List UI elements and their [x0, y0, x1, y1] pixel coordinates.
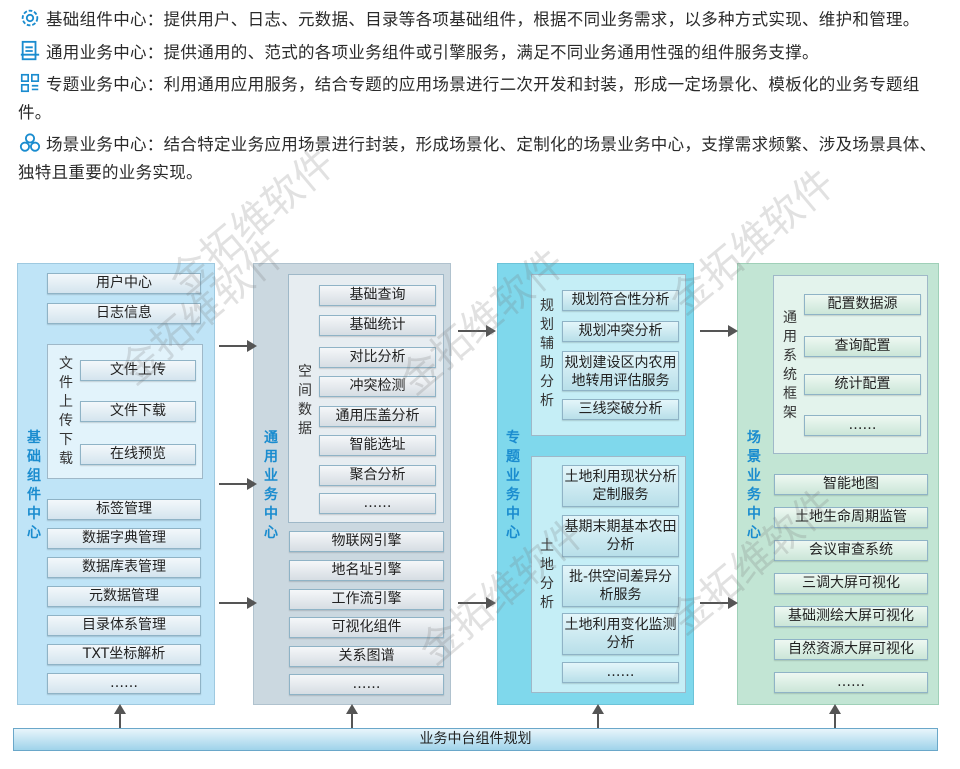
component-item[interactable]: 三线突破分析: [562, 399, 679, 420]
component-item[interactable]: 基础测绘大屏可视化: [774, 606, 928, 627]
component-item[interactable]: 智能选址: [319, 435, 436, 456]
column-label: 场景业务中心: [747, 430, 761, 541]
component-item[interactable]: 关系图谱: [289, 646, 444, 667]
component-item[interactable]: 对比分析: [319, 347, 436, 368]
gear-icon: [21, 9, 39, 27]
component-item[interactable]: 规划建设区内农用地转用评估服务: [562, 351, 679, 391]
component-item[interactable]: ……: [319, 493, 436, 514]
component-item[interactable]: 工作流引擎: [289, 589, 444, 610]
component-item[interactable]: 查询配置: [804, 336, 921, 357]
component-item[interactable]: 数据库表管理: [47, 557, 201, 578]
group-label: 通用系统框架: [783, 310, 797, 421]
arrow-up-icon: [829, 704, 841, 728]
arrow-right-icon: [458, 597, 496, 609]
component-item[interactable]: 物联网引擎: [289, 531, 444, 552]
group-label: 空间数据: [298, 364, 312, 437]
component-item[interactable]: 通用压盖分析: [319, 406, 436, 427]
component-item[interactable]: ……: [289, 674, 444, 695]
arrow-right-icon: [219, 597, 257, 609]
arrow-right-icon: [219, 340, 257, 352]
planning-group: 规划辅助分析 规划符合性分析 规划冲突分析 规划建设区内农用地转用评估服务 三线…: [531, 274, 686, 436]
system-framework-group: 通用系统框架 配置数据源 查询配置 统计配置 ……: [773, 275, 928, 454]
component-item[interactable]: 基期末期基本农田分析: [562, 515, 679, 557]
basic-component-center: 基础组件中心 用户中心 日志信息 文件上传下载 文件上传 文件下载 在线预览 标…: [17, 263, 215, 705]
platform-planning-bar: 业务中台组件规划: [13, 728, 938, 751]
column-label: 专题业务中心: [506, 430, 520, 541]
intro-general: 通用业务中心：提供通用的、范式的各项业务组件或引擎服务，满足不同业务通用性强的组…: [18, 39, 948, 67]
component-item[interactable]: 聚合分析: [319, 465, 436, 486]
intro-text: 基础组件中心：提供用户、日志、元数据、目录等各项基础组件，根据不同业务需求，以多…: [18, 6, 948, 191]
land-analysis-group: 土地分析 土地利用现状分析定制服务 基期末期基本农田分析 批-供空间差异分析服务…: [531, 456, 686, 693]
component-item[interactable]: 会议审查系统: [774, 540, 928, 561]
component-item[interactable]: 文件下载: [80, 401, 196, 422]
group-label: 文件上传下载: [59, 356, 73, 467]
component-item[interactable]: 基础统计: [319, 315, 436, 336]
component-item[interactable]: 日志信息: [47, 303, 201, 324]
scene-business-center: 场景业务中心 通用系统框架 配置数据源 查询配置 统计配置 …… 智能地图 土地…: [737, 263, 939, 705]
general-business-center: 通用业务中心 空间数据 基础查询 基础统计 对比分析 冲突检测 通用压盖分析 智…: [253, 263, 451, 705]
arrow-up-icon: [346, 704, 358, 728]
component-item[interactable]: 标签管理: [47, 499, 201, 520]
column-label: 基础组件中心: [27, 430, 41, 541]
component-item[interactable]: ……: [774, 672, 928, 693]
component-item[interactable]: 基础查询: [319, 285, 436, 306]
component-item[interactable]: 地名址引擎: [289, 560, 444, 581]
component-item[interactable]: TXT坐标解析: [47, 644, 201, 665]
component-item[interactable]: 文件上传: [80, 360, 196, 381]
component-item[interactable]: 数据字典管理: [47, 528, 201, 549]
arrow-up-icon: [592, 704, 604, 728]
component-item[interactable]: 元数据管理: [47, 586, 201, 607]
component-item[interactable]: 土地生命周期监管: [774, 507, 928, 528]
grid-icon: [20, 73, 40, 93]
component-item[interactable]: 可视化组件: [289, 617, 444, 638]
column-label: 通用业务中心: [264, 430, 278, 541]
component-item[interactable]: 智能地图: [774, 474, 928, 495]
cubes-icon: [19, 133, 41, 152]
component-item[interactable]: 用户中心: [47, 273, 201, 294]
arrow-right-icon: [700, 597, 738, 609]
arrow-right-icon: [700, 325, 738, 337]
arrow-up-icon: [114, 704, 126, 728]
topic-business-center: 专题业务中心 规划辅助分析 规划符合性分析 规划冲突分析 规划建设区内农用地转用…: [497, 263, 694, 705]
component-item[interactable]: ……: [562, 662, 679, 683]
group-label: 规划辅助分析: [540, 298, 554, 409]
component-item[interactable]: 批-供空间差异分析服务: [562, 565, 679, 607]
arrow-right-icon: [458, 325, 496, 337]
component-item[interactable]: 目录体系管理: [47, 615, 201, 636]
arrow-right-icon: [219, 478, 257, 490]
intro-scene: 场景业务中心：结合特定业务应用场景进行封装，形成场景化、定制化的场景业务中心，支…: [18, 131, 948, 186]
spatial-data-group: 空间数据 基础查询 基础统计 对比分析 冲突检测 通用压盖分析 智能选址 聚合分…: [288, 274, 444, 523]
component-item[interactable]: 配置数据源: [804, 294, 921, 315]
file-group: 文件上传下载 文件上传 文件下载 在线预览: [47, 344, 203, 479]
component-item[interactable]: 冲突检测: [319, 376, 436, 397]
component-item[interactable]: 自然资源大屏可视化: [774, 639, 928, 660]
component-item[interactable]: 土地利用现状分析定制服务: [562, 465, 679, 507]
component-item[interactable]: 在线预览: [80, 444, 196, 465]
intro-basic: 基础组件中心：提供用户、日志、元数据、目录等各项基础组件，根据不同业务需求，以多…: [18, 6, 948, 34]
component-item[interactable]: 规划符合性分析: [562, 290, 679, 311]
component-item[interactable]: 三调大屏可视化: [774, 573, 928, 594]
group-label: 土地分析: [540, 538, 554, 611]
component-item[interactable]: ……: [47, 673, 201, 694]
component-item[interactable]: 规划冲突分析: [562, 321, 679, 342]
component-item[interactable]: 统计配置: [804, 374, 921, 395]
component-item[interactable]: 土地利用变化监测分析: [562, 613, 679, 655]
document-icon: [20, 40, 40, 60]
intro-topic: 专题业务中心：利用通用应用服务，结合专题的应用场景进行二次开发和封装，形成一定场…: [18, 71, 948, 126]
component-item[interactable]: ……: [804, 415, 921, 436]
